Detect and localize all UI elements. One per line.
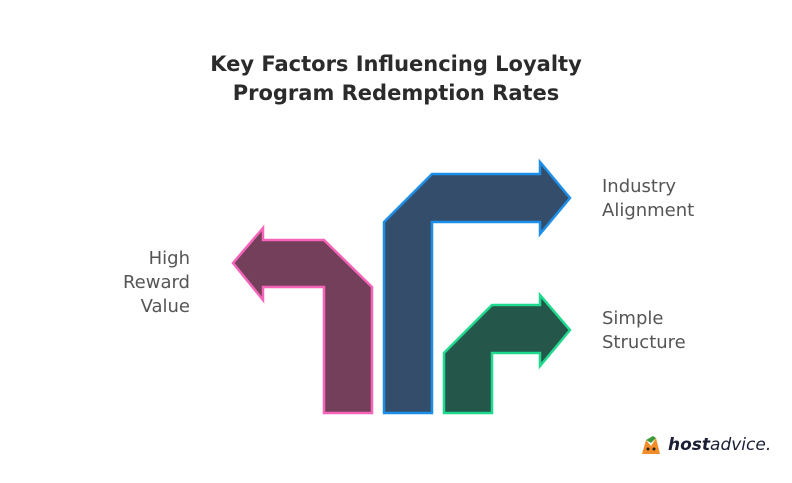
arrow-high-reward-value [231,224,374,415]
label-line: Alignment [602,200,695,221]
arrow-simple-structure [442,291,572,415]
fox-mascot-icon [642,436,660,454]
hostadvice-logo: hostadvice. [640,434,771,456]
label-industry-alignment: Industry Alignment [602,175,694,223]
logo-bold: host [668,435,711,455]
label-line: High [148,248,190,269]
title-line-2: Program Redemption Rates [232,81,560,105]
label-line: Reward [122,272,190,293]
label-line: Value [140,296,190,317]
label-line: Simple [602,308,664,329]
title-line-1: Key Factors Influencing Loyalty [210,52,582,76]
arrow-industry-alignment [382,158,572,415]
label-line: Structure [602,332,686,353]
label-line: Industry [602,176,677,197]
label-high-reward-value: High Reward Value [123,247,190,319]
logo-rest: advice. [710,435,772,455]
logo-text: hostadvice. [668,435,771,455]
diagram-title: Key Factors Influencing Loyalty Program … [0,50,792,108]
label-simple-structure: Simple Structure [602,307,686,355]
